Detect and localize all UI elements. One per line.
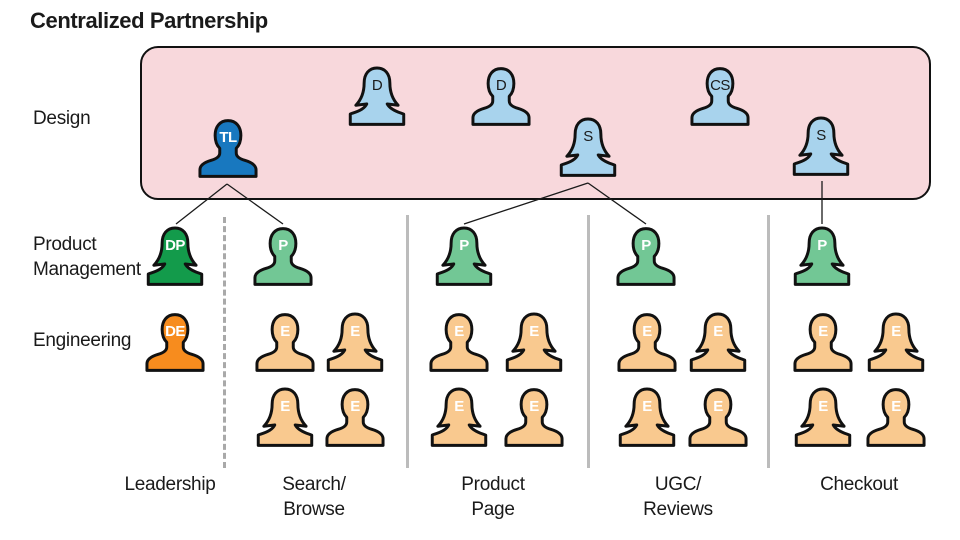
person-e: E [685, 309, 751, 377]
person-initials: E [642, 397, 652, 415]
person-e: E [863, 309, 929, 377]
person-initials: P [278, 236, 288, 254]
person-e: E [685, 384, 751, 452]
person-e: E [501, 309, 567, 377]
person-e: E [790, 384, 856, 452]
column-label-search-browse: Search/ Browse [254, 472, 374, 522]
person-initials: S [816, 126, 826, 144]
person-initials: P [459, 236, 469, 254]
person-e: E [426, 309, 492, 377]
person-s: S [788, 113, 854, 181]
person-cs: CS [687, 63, 753, 131]
person-p: P [431, 223, 497, 291]
person-e: E [501, 384, 567, 452]
person-initials: D [495, 76, 507, 94]
column-label-line1: Checkout [820, 474, 898, 495]
column-divider [406, 215, 409, 468]
person-e: E [863, 384, 929, 452]
column-label-line2: Page [471, 499, 515, 520]
person-initials: E [454, 322, 464, 340]
person-tl: TL [195, 115, 261, 183]
person-p: P [250, 223, 316, 291]
person-initials: E [891, 397, 901, 415]
row-label-engineering: Engineering [33, 330, 132, 351]
person-e: E [614, 384, 680, 452]
person-initials: E [713, 397, 723, 415]
person-initials: E [642, 322, 652, 340]
person-initials: D [371, 76, 383, 94]
person-initials: DE [165, 322, 185, 340]
person-initials: P [817, 236, 827, 254]
person-initials: CS [710, 76, 730, 94]
person-s: S [555, 114, 621, 182]
person-initials: E [529, 322, 539, 340]
person-d: D [468, 63, 534, 131]
person-initials: DP [165, 236, 185, 254]
person-p: P [789, 223, 855, 291]
column-label-line1: Leadership [124, 474, 216, 495]
person-initials: E [454, 397, 464, 415]
design-team-area [140, 46, 931, 200]
person-d: D [344, 63, 410, 131]
person-e: E [790, 309, 856, 377]
column-label-leadership: Leadership [110, 472, 230, 497]
person-p: P [613, 223, 679, 291]
person-initials: E [280, 322, 290, 340]
person-initials: E [529, 397, 539, 415]
person-initials: S [583, 127, 593, 145]
person-initials: E [350, 322, 360, 340]
row-label-design: Design [33, 108, 91, 129]
person-de: DE [142, 309, 208, 377]
column-divider [767, 215, 770, 468]
person-e: E [426, 384, 492, 452]
column-label-line1: Search/ [282, 474, 346, 495]
person-e: E [614, 309, 680, 377]
person-e: E [252, 384, 318, 452]
leadership-divider-dashed [223, 217, 226, 468]
person-initials: E [818, 397, 828, 415]
column-label-product-page: Product Page [433, 472, 553, 522]
person-e: E [322, 309, 388, 377]
person-e: E [252, 309, 318, 377]
column-label-line1: Product [461, 474, 525, 495]
column-label-checkout: Checkout [799, 472, 919, 497]
person-initials: E [713, 322, 723, 340]
person-dp: DP [142, 223, 208, 291]
person-initials: P [641, 236, 651, 254]
person-initials: E [350, 397, 360, 415]
diagram-title: Centralized Partnership [30, 8, 268, 33]
person-initials: TL [219, 128, 237, 146]
column-label-line1: UGC/ [654, 474, 702, 495]
person-e: E [322, 384, 388, 452]
column-label-ugc-reviews: UGC/ Reviews [618, 472, 738, 522]
column-label-line2: Reviews [643, 499, 713, 520]
column-label-line2: Browse [283, 499, 345, 520]
person-initials: E [280, 397, 290, 415]
person-initials: E [891, 322, 901, 340]
person-initials: E [818, 322, 828, 340]
column-divider [587, 215, 590, 468]
row-label-product-management: Product Management [33, 234, 141, 280]
